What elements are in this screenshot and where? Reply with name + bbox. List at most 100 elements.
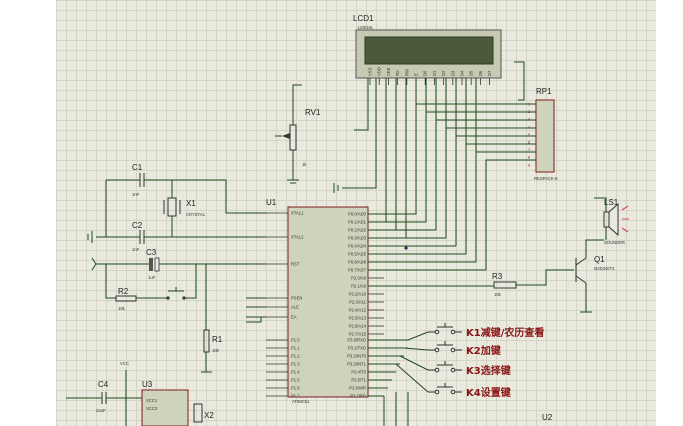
u1-pin-label: P1.0 [291, 338, 300, 343]
u1-pin-label: P1.7 [291, 394, 300, 399]
rp1-pin-number: 8 [528, 156, 530, 160]
ls1-sounder: LS1 SOUNDER [594, 197, 629, 245]
u1-pin-label: P0.5/AD5 [348, 252, 367, 257]
u3-chip: U3 VCC1 VCC2 [141, 380, 189, 426]
u1-pin-label: P2.1/A9 [351, 284, 367, 289]
u1-pin-label: P1.2 [291, 354, 300, 359]
rp1-pin-number: 5 [528, 133, 530, 137]
u1-pin-label: P0.2/AD2 [348, 228, 367, 233]
u1-pin-label: P2.4/A12 [349, 308, 367, 313]
r1-ref: R1 [212, 335, 223, 344]
u1-pin-label: P2.7/A15 [349, 332, 367, 337]
x1-ref: X1 [186, 199, 196, 208]
lcd-pin-label: VSS [368, 67, 373, 76]
ls1-ref: LS1 [604, 198, 619, 207]
lcd-pin-label: E [414, 73, 419, 76]
x2-ref: X2 [204, 411, 214, 420]
u1-pin-label: RST [291, 262, 300, 267]
u1-pin-label: P0.4/AD4 [348, 244, 367, 249]
lcd1-model: LM016L [358, 25, 374, 30]
u1-pin-label: P1.3 [291, 362, 300, 367]
r1-value: 10k [212, 348, 220, 353]
c3-ref: C3 [146, 248, 157, 257]
r3-ref: R3 [492, 272, 503, 281]
x1-value: CRYSTAL [186, 212, 206, 217]
u1-pin-label: P0.0/AD0 [348, 212, 367, 217]
q1-transistor: Q1 MJD340T4 [575, 239, 615, 313]
c1-ref: C1 [132, 163, 143, 172]
key-label: K3选择键 [466, 364, 512, 377]
u1-pin-label: P1.1 [291, 346, 300, 351]
r2-ref: R2 [118, 287, 129, 296]
q1-ref: Q1 [594, 255, 605, 264]
c1-value: 1nF [132, 192, 140, 197]
c4-ref: C4 [98, 380, 109, 389]
u1-pin-label: P2.5/A13 [349, 316, 367, 321]
c4-value: 22uF [96, 408, 106, 413]
u2-ref: U2 [542, 413, 553, 422]
rv1-value: 1k [302, 162, 307, 167]
u1-pin-label: P3.0/RXD [347, 338, 366, 343]
u1-pin-label: P3.3/INT1 [347, 362, 367, 367]
q1-model: MJD340T4 [594, 266, 615, 271]
u1-pin-label: P3.7/RD [350, 394, 366, 399]
u1-microcontroller: U1 AT89C51 XTAL1XTAL2RSTPSENALEEAP1.0P1.… [266, 198, 384, 404]
key-switch[interactable]: K2加键 [403, 341, 502, 357]
vcc-label: VCC [120, 361, 129, 366]
u1-pin-label: P2.6/A14 [349, 324, 367, 329]
u1-pin-label: P2.3/A11 [349, 300, 367, 305]
lcd-pin-label: D2 [441, 70, 446, 76]
rp1-pin-number: 6 [528, 141, 530, 145]
c2-value: 1nF [132, 247, 140, 252]
key-switch[interactable]: K1减键/农历查看 [407, 323, 544, 341]
lcd-pin-label: D4 [460, 70, 465, 76]
lcd-pin-label: VDD [377, 67, 382, 76]
rp1-pin-number: 9 [528, 163, 530, 167]
rv1-potentiometer: RV1 1k [275, 84, 321, 184]
u1-pin-label: P3.1/TXD [348, 346, 366, 351]
u1-pin-label: PSEN [291, 296, 302, 301]
c3-value: 1uF [148, 275, 156, 280]
r3-resistor: R3 10k [492, 272, 517, 297]
u1-model: AT89C51 [292, 399, 310, 404]
u1-pin-label: XTAL2 [291, 235, 304, 240]
r1-resistor: R1 10k [203, 329, 223, 353]
u3-ref: U3 [142, 380, 153, 389]
u1-pin-label: P0.3/AD3 [348, 236, 367, 241]
rp1-pin-number: 4 [528, 125, 530, 129]
lcd-pin-label: D3 [450, 70, 455, 76]
u1-pin-label: EA [291, 315, 297, 320]
u1-pin-label: P3.2/INT0 [347, 354, 367, 359]
lcd-pin-label: D1 [432, 70, 437, 76]
r2-resistor: R2 10k [115, 287, 137, 311]
lcd1-ref: LCD1 [353, 14, 374, 23]
u3-pin-vcc2: VCC2 [146, 406, 158, 411]
rp1-pin-number: 7 [528, 148, 530, 152]
u1-pin-label: P3.4/T0 [351, 370, 366, 375]
rp1-model: RESPACK-8 [534, 176, 558, 181]
key-label: K4设置键 [466, 386, 512, 399]
lcd-pin-label: D0 [423, 70, 428, 76]
u1-pin-label: P1.4 [291, 370, 300, 375]
ls1-model: SOUNDER [604, 240, 625, 245]
lcd-pin-label: D7 [487, 70, 492, 76]
u1-pin-label: P1.5 [291, 378, 300, 383]
key-switch[interactable]: K4设置键 [395, 363, 512, 399]
u1-pin-label: P3.6/WR [349, 386, 366, 391]
key-switch[interactable]: K3选择键 [399, 355, 512, 377]
lcd-pin-label: VEE [386, 67, 391, 76]
rv1-ref: RV1 [305, 108, 321, 117]
r3-value: 10k [494, 292, 502, 297]
u1-pin-label: P0.6/AD6 [348, 260, 367, 265]
lcd-pin-label: RW [404, 69, 409, 76]
c2-ref: C2 [132, 221, 143, 230]
x2-crystal: X2 [193, 403, 214, 423]
r2-value: 10k [118, 306, 126, 311]
u3-pin-vcc1: VCC1 [146, 398, 158, 403]
lcd-pin-label: D6 [478, 70, 483, 76]
lcd-pin-label: RS [395, 70, 400, 76]
